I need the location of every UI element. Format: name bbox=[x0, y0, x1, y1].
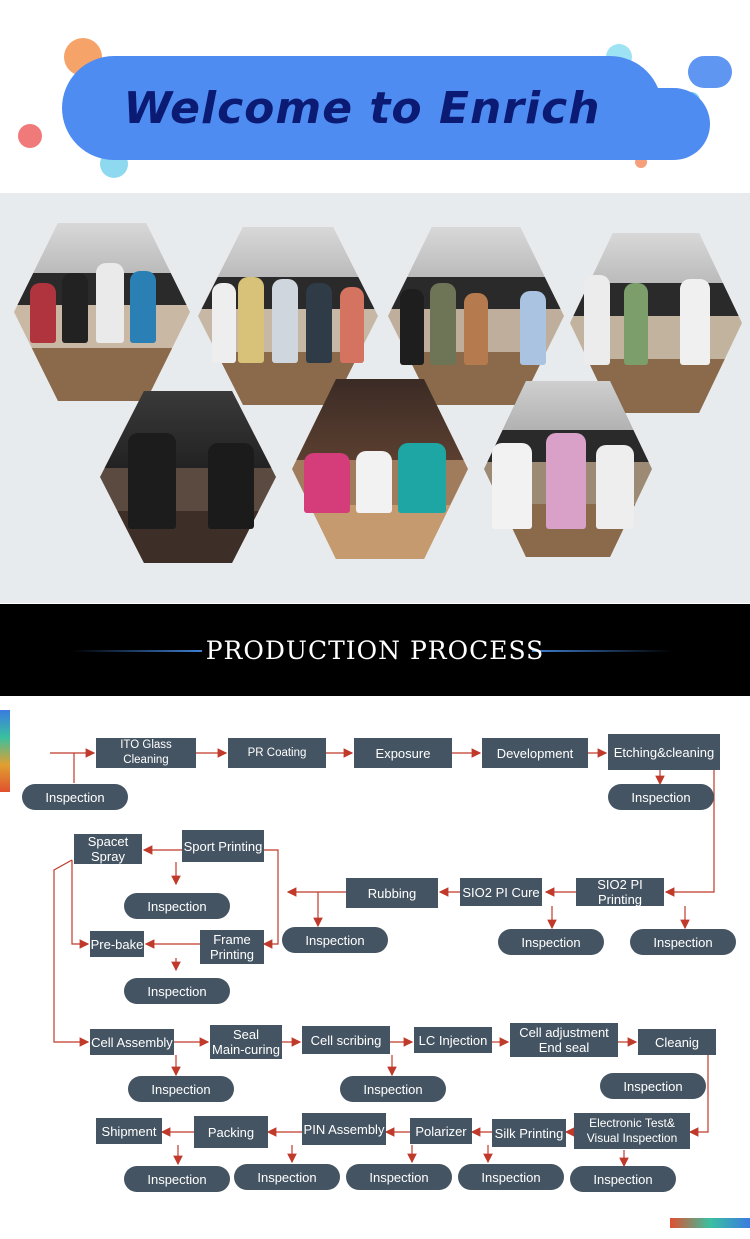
step-frame-printing: Frame Printing bbox=[200, 930, 264, 964]
decor-red-bubble bbox=[18, 124, 42, 148]
inspection-frame-printing: Inspection bbox=[124, 978, 230, 1004]
step-pin-assembly: PIN Assembly bbox=[302, 1113, 386, 1145]
step-sio2-pi-printing: SIO2 PI Printing bbox=[576, 877, 664, 907]
step-cell-adjustment-end-seal: Cell adjustment End seal bbox=[510, 1023, 618, 1057]
inspection-packing: Inspection bbox=[124, 1166, 230, 1192]
inspection-sio2-printing: Inspection bbox=[630, 929, 736, 955]
decor-blue-bubble bbox=[688, 56, 732, 88]
step-electronic-test-visual-inspection: Electronic Test& Visual Inspection bbox=[574, 1113, 690, 1149]
step-cleanig: Cleanig bbox=[638, 1029, 716, 1055]
photo-people-layer bbox=[0, 193, 750, 603]
step-shipment: Shipment bbox=[96, 1118, 162, 1144]
inspection-polarizer: Inspection bbox=[346, 1164, 452, 1190]
decor-gradient-strip-bottom bbox=[670, 1218, 750, 1228]
header-divider-left bbox=[72, 650, 202, 652]
welcome-title: Welcome to Enrich bbox=[123, 82, 601, 134]
step-pr-coating: PR Coating bbox=[228, 738, 326, 768]
inspection-cell-scribing: Inspection bbox=[340, 1076, 446, 1102]
step-polarizer: Polarizer bbox=[410, 1118, 472, 1144]
inspection-rubbing: Inspection bbox=[282, 927, 388, 953]
inspection-etching: Inspection bbox=[608, 784, 714, 810]
step-sport-printing: Sport Printing bbox=[182, 830, 264, 862]
inspection-cleanig: Inspection bbox=[600, 1073, 706, 1099]
step-sio2-pi-cure: SIO2 PI Cure bbox=[460, 878, 542, 906]
step-seal-main-curing: Seal Main-curing bbox=[210, 1025, 282, 1059]
header-divider-right bbox=[532, 650, 672, 652]
step-cell-scribing: Cell scribing bbox=[302, 1026, 390, 1054]
step-silk-printing: Silk Printing bbox=[492, 1119, 566, 1147]
step-development: Development bbox=[482, 738, 588, 768]
step-exposure: Exposure bbox=[354, 738, 452, 768]
step-pre-bake: Pre-bake bbox=[90, 931, 144, 957]
step-packing: Packing bbox=[194, 1116, 268, 1148]
step-etching-cleaning: Etching&cleaning bbox=[608, 734, 720, 770]
inspection-sio2-cure: Inspection bbox=[498, 929, 604, 955]
decor-gradient-strip-left bbox=[0, 710, 10, 792]
inspection-pin-assembly: Inspection bbox=[234, 1164, 340, 1190]
step-spacet-spray: Spacet Spray bbox=[74, 834, 142, 864]
welcome-pill bbox=[62, 56, 662, 160]
step-ito-glass-cleaning: ITO Glass Cleaning bbox=[96, 738, 196, 768]
process-title: PRODUCTION PROCESS bbox=[205, 635, 545, 665]
inspection-sport-printing: Inspection bbox=[124, 893, 230, 919]
inspection-cell-assembly: Inspection bbox=[128, 1076, 234, 1102]
step-cell-assembly: Cell Assembly bbox=[90, 1029, 174, 1055]
step-rubbing: Rubbing bbox=[346, 878, 438, 908]
inspection-silk-printing: Inspection bbox=[458, 1164, 564, 1190]
inspection-ito: Inspection bbox=[22, 784, 128, 810]
inspection-electronic-test: Inspection bbox=[570, 1166, 676, 1192]
step-lc-injection: LC Injection bbox=[414, 1027, 492, 1053]
